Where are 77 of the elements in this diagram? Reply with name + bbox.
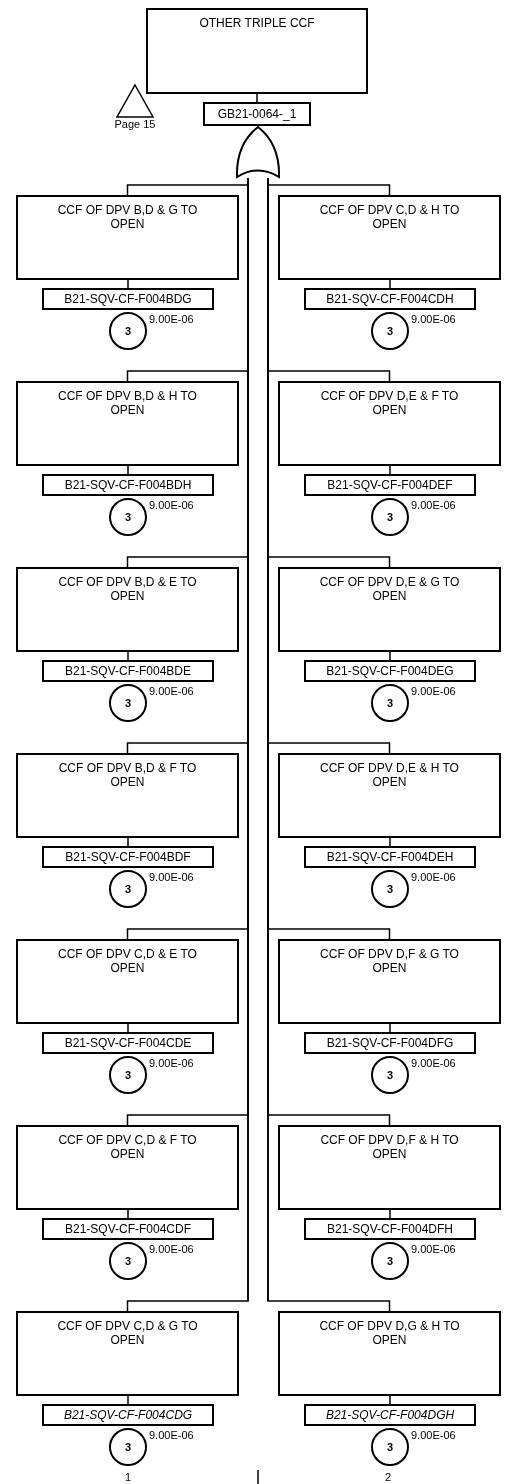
event-description: CCF OF DPV C,D & E TO OPEN bbox=[57, 947, 198, 975]
event-description: CCF OF DPV D,E & G TO OPEN bbox=[318, 575, 461, 603]
connector-line bbox=[127, 465, 129, 475]
event-description: CCF OF DPV B,D & F TO OPEN bbox=[57, 761, 198, 789]
event-description: CCF OF DPV D,F & H TO OPEN bbox=[319, 1133, 460, 1161]
event-box bbox=[278, 1125, 501, 1210]
connector-line bbox=[127, 837, 129, 847]
event-id-label: B21-SQV-CF-F004DFG bbox=[304, 1032, 476, 1054]
event-description: CCF OF DPV D,E & F TO OPEN bbox=[319, 389, 460, 417]
event-id-label: B21-SQV-CF-F004DEH bbox=[304, 846, 476, 868]
connector-line bbox=[127, 651, 129, 661]
event-box bbox=[278, 753, 501, 838]
probability-value: 9.00E-06 bbox=[411, 1244, 456, 1255]
probability-value: 9.00E-06 bbox=[149, 500, 194, 511]
event-description: CCF OF DPV D,G & H TO OPEN bbox=[318, 1319, 461, 1347]
probability-value: 9.00E-06 bbox=[149, 314, 194, 325]
event-id-label: B21-SQV-CF-F004BDF bbox=[42, 846, 214, 868]
connector-line bbox=[127, 1395, 129, 1405]
connector-line bbox=[389, 1023, 391, 1033]
event-description: CCF OF DPV D,F & G TO OPEN bbox=[319, 947, 460, 975]
event-id-label: B21-SQV-CF-F004DFH bbox=[304, 1218, 476, 1240]
event-id-label: B21-SQV-CF-F004CDG bbox=[42, 1404, 214, 1426]
probability-value: 9.00E-06 bbox=[411, 686, 456, 697]
event-description: CCF OF DPV B,D & E TO OPEN bbox=[57, 575, 198, 603]
transfer-triangle bbox=[116, 84, 154, 118]
connector-line bbox=[389, 465, 391, 475]
event-box bbox=[278, 567, 501, 652]
event-description: CCF OF DPV C,D & H TO OPEN bbox=[318, 203, 461, 231]
event-box bbox=[16, 1311, 239, 1396]
event-description: CCF OF DPV B,D & G TO OPEN bbox=[56, 203, 199, 231]
event-description: CCF OF DPV D,E & H TO OPEN bbox=[319, 761, 460, 789]
event-box bbox=[278, 195, 501, 280]
probability-value: 9.00E-06 bbox=[411, 314, 456, 325]
probability-value: 9.00E-06 bbox=[411, 872, 456, 883]
connector-line bbox=[389, 279, 391, 289]
event-box bbox=[278, 939, 501, 1024]
event-id-label: B21-SQV-CF-F004BDG bbox=[42, 288, 214, 310]
connector-line bbox=[127, 1209, 129, 1219]
event-id-label: B21-SQV-CF-F004CDH bbox=[304, 288, 476, 310]
probability-value: 9.00E-06 bbox=[411, 500, 456, 511]
event-box bbox=[16, 939, 239, 1024]
event-id-label: B21-SQV-CF-F004BDH bbox=[42, 474, 214, 496]
event-box bbox=[278, 381, 501, 466]
event-box bbox=[16, 753, 239, 838]
connector-line bbox=[127, 1023, 129, 1033]
event-id-label: B21-SQV-CF-F004DGH bbox=[304, 1404, 476, 1426]
event-id-label: B21-SQV-CF-F004CDF bbox=[42, 1218, 214, 1240]
event-box bbox=[278, 1311, 501, 1396]
event-box bbox=[16, 381, 239, 466]
event-description: OTHER TRIPLE CCF bbox=[199, 16, 315, 30]
probability-value: 9.00E-06 bbox=[411, 1430, 456, 1441]
event-id-label: GB21-0064-_1 bbox=[203, 102, 311, 126]
event-id-label: B21-SQV-CF-F004DEF bbox=[304, 474, 476, 496]
connector-line bbox=[389, 1395, 391, 1405]
probability-value: 9.00E-06 bbox=[149, 1430, 194, 1441]
connector-line bbox=[127, 279, 129, 289]
event-box bbox=[16, 567, 239, 652]
probability-value: 9.00E-06 bbox=[411, 1058, 456, 1069]
connector-line bbox=[256, 93, 258, 103]
connector-line bbox=[389, 1209, 391, 1219]
page-reference: Page 15 bbox=[113, 119, 157, 130]
probability-value: 9.00E-06 bbox=[149, 1058, 194, 1069]
event-box bbox=[16, 1125, 239, 1210]
probability-value: 9.00E-06 bbox=[149, 1244, 194, 1255]
connector-line bbox=[389, 837, 391, 847]
event-id-label: B21-SQV-CF-F004BDE bbox=[42, 660, 214, 682]
probability-value: 9.00E-06 bbox=[149, 872, 194, 883]
event-box bbox=[16, 195, 239, 280]
event-description: CCF OF DPV C,D & G TO OPEN bbox=[56, 1319, 199, 1347]
event-description: CCF OF DPV C,D & F TO OPEN bbox=[57, 1133, 198, 1161]
top-event-box bbox=[146, 8, 368, 94]
or-gate bbox=[236, 126, 280, 178]
event-description: CCF OF DPV B,D & H TO OPEN bbox=[57, 389, 198, 417]
event-id-label: B21-SQV-CF-F004CDE bbox=[42, 1032, 214, 1054]
probability-value: 9.00E-06 bbox=[149, 686, 194, 697]
connector-line bbox=[389, 651, 391, 661]
event-id-label: B21-SQV-CF-F004DEG bbox=[304, 660, 476, 682]
